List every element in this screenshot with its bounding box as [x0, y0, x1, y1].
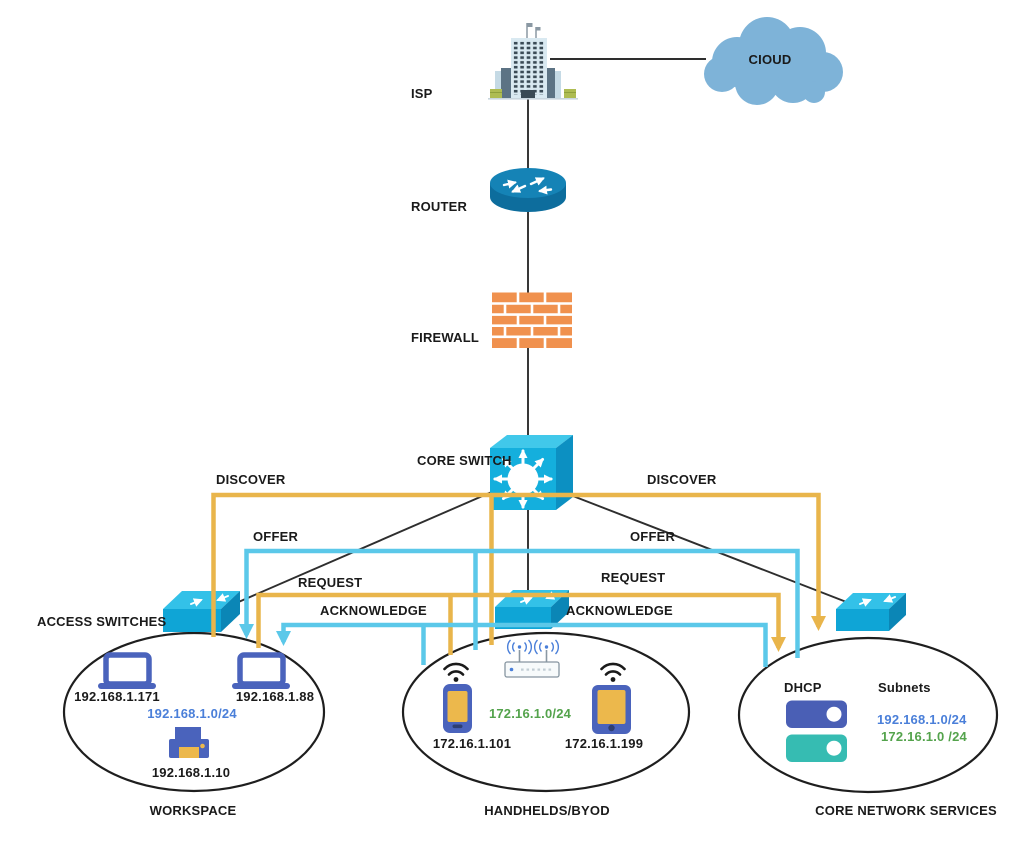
flow-left-acknowledge-label: ACKNOWLEDGE [320, 603, 427, 618]
router-icon [490, 168, 566, 212]
flow-left-discover-label: DISCOVER [216, 472, 286, 487]
tablet-ip-label: 172.16.1.199 [564, 736, 644, 751]
cloud-icon [704, 17, 843, 105]
smartphone-icon [443, 684, 472, 733]
handhelds-subnet-label: 172.16.1.0/24 [488, 706, 572, 721]
core-services-title: CORE NETWORK SERVICES [815, 803, 997, 818]
isp-building-icon [488, 23, 578, 100]
printer-ip-label: 192.168.1.10 [151, 765, 231, 780]
handhelds-title: HANDHELDS/BYOD [484, 803, 610, 818]
core-switch-icon [490, 435, 573, 510]
flow-left-request-label: REQUEST [298, 575, 363, 590]
subnets-label: Subnets [878, 680, 931, 695]
firewall-label: FIREWALL [411, 330, 480, 345]
wifi-icon-left [443, 662, 469, 682]
tablet-icon [592, 685, 631, 734]
flow-right-acknowledge-label: ACKNOWLEDGE [566, 603, 673, 618]
laptop-icon-2 [232, 652, 290, 689]
acknowledge-flow-line [276, 622, 768, 667]
core-services-subnet-blue-label: 192.168.1.0/24 [877, 712, 967, 727]
access-switch-left-icon [163, 591, 240, 632]
access-point-icon [504, 639, 560, 678]
cloud-label: CIOUD [748, 52, 792, 67]
core-switch-label: CORE SWITCH [417, 453, 512, 468]
access-switches-label: ACCESS SWITCHES [37, 614, 167, 629]
access-switch-right-icon [836, 593, 906, 631]
laptop-icon-1 [98, 652, 156, 689]
dhcp-server-blue [786, 700, 847, 728]
laptop1-ip-label: 192.168.1.171 [74, 689, 160, 704]
link-coreswitch-accessswitch-right [559, 490, 850, 604]
offer-flow-line [239, 548, 800, 658]
router-label: ROUTER [411, 199, 468, 214]
phone-ip-label: 172.16.1.101 [432, 736, 512, 751]
laptop2-ip-label: 192.168.1.88 [235, 689, 315, 704]
workspace-title: WORKSPACE [149, 803, 237, 818]
flow-right-offer-label: OFFER [630, 529, 676, 544]
request-flow-line [256, 592, 786, 652]
wifi-icon-right [600, 662, 626, 682]
core-services-subnet-green-label: 172.16.1.0 /24 [881, 729, 967, 744]
discover-flow-line [211, 492, 826, 637]
firewall-icon [492, 292, 572, 348]
dhcp-server-teal [786, 734, 847, 762]
flow-left-offer-label: OFFER [253, 529, 299, 544]
isp-label: ISP [411, 86, 433, 101]
flow-right-discover-label: DISCOVER [647, 472, 717, 487]
printer-icon [169, 727, 209, 758]
workspace-subnet-label: 192.168.1.0/24 [147, 706, 237, 721]
flow-right-request-label: REQUEST [601, 570, 666, 585]
dhcp-label: DHCP [784, 680, 822, 695]
